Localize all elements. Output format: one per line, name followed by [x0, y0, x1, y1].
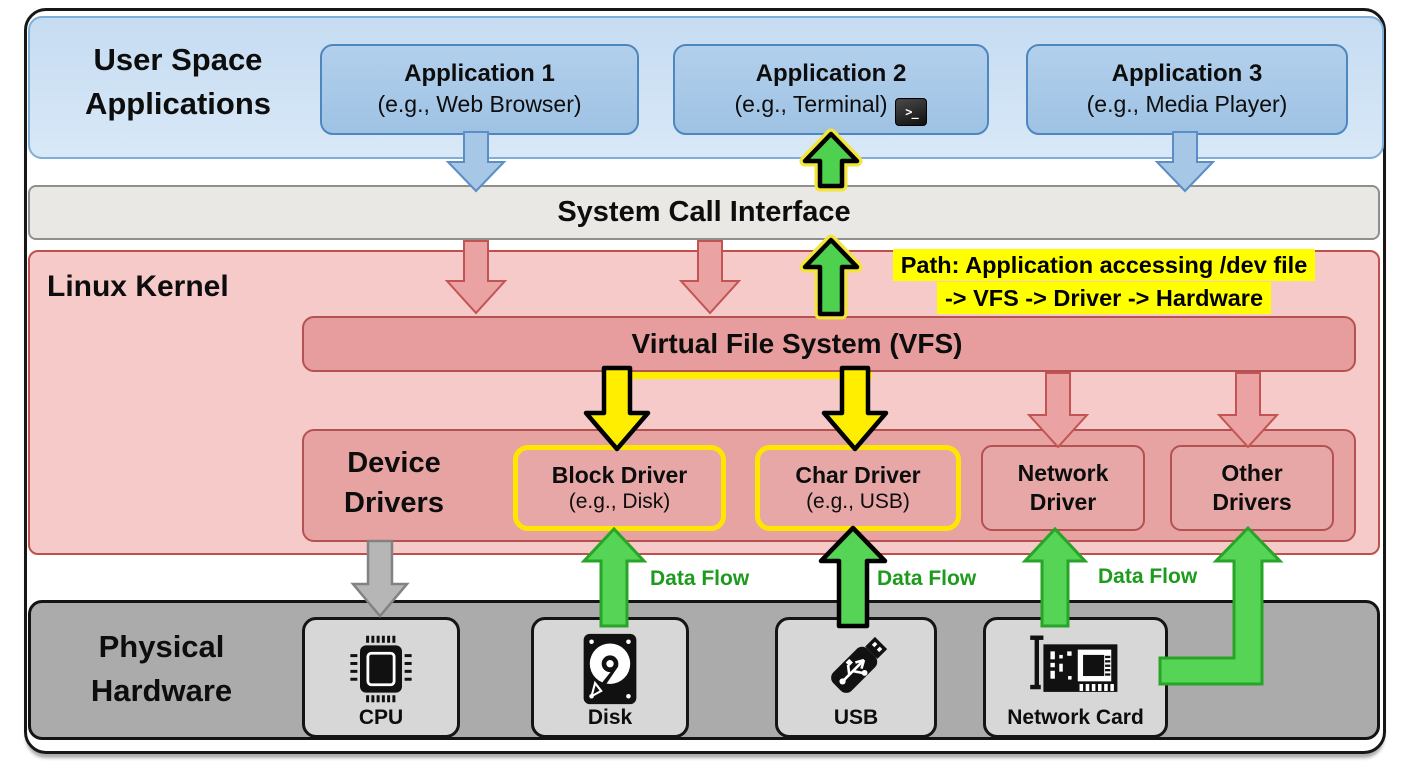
- application-1-subtitle: (e.g., Web Browser): [377, 91, 582, 118]
- block-driver-subtitle: (e.g., Disk): [568, 490, 671, 514]
- data-flow-label-2: Data Flow: [877, 567, 977, 590]
- user-space-label-line2: Applications: [84, 86, 271, 122]
- device-drivers-band: Device Drivers Block Driver (e.g., Disk)…: [302, 429, 1356, 542]
- other-drivers-box: Other Drivers: [1170, 445, 1334, 531]
- user-space-label-line1: User Space: [93, 42, 263, 77]
- application-2-subtitle: (e.g., Terminal)>_: [675, 89, 987, 127]
- disk-label: Disk: [587, 705, 633, 729]
- vfs-label: Virtual File System (VFS): [631, 328, 963, 359]
- user-space-band: User Space Applications Application 1 (e…: [28, 16, 1384, 159]
- terminal-icon: >_: [895, 98, 928, 127]
- system-call-interface-label: System Call Interface: [557, 196, 851, 228]
- network-card-label: Network Card: [1007, 705, 1144, 729]
- block-driver-title: Block Driver: [551, 461, 688, 488]
- application-1-title: Application 1: [404, 60, 555, 87]
- vfs-highlight-connector: [606, 372, 872, 379]
- application-3-box: Application 3 (e.g., Media Player): [1026, 44, 1348, 135]
- application-1-box: Application 1 (e.g., Web Browser): [320, 44, 639, 135]
- application-2-box: Application 2 (e.g., Terminal)>_: [673, 44, 989, 135]
- char-driver-box: Char Driver (e.g., USB): [755, 445, 961, 531]
- network-card-icon: [1029, 635, 1117, 692]
- application-3-title: Application 3: [1111, 60, 1263, 87]
- disk-box: Disk: [531, 617, 689, 738]
- linux-kernel-label: Linux Kernel: [47, 270, 229, 303]
- path-annotation-line2: -> VFS -> Driver -> Hardware: [936, 282, 1272, 315]
- other-drivers-title-line1: Other: [1221, 460, 1283, 487]
- path-annotation-line1: Path: Application accessing /dev file: [892, 249, 1316, 282]
- system-call-interface-bar: System Call Interface: [28, 185, 1380, 240]
- usb-box: USB: [775, 617, 937, 738]
- char-driver-title: Char Driver: [795, 461, 921, 488]
- cpu-icon: [350, 635, 412, 703]
- cpu-label: CPU: [358, 705, 404, 729]
- network-driver-box: Network Driver: [981, 445, 1145, 531]
- disk-icon: [583, 633, 637, 705]
- physical-hardware-label: Physical Hardware: [90, 629, 233, 709]
- user-space-label: User Space Applications: [47, 38, 309, 126]
- network-card-box: Network Card: [983, 617, 1168, 738]
- application-3-subtitle: (e.g., Media Player): [1086, 91, 1288, 118]
- usb-icon: [831, 636, 888, 693]
- network-driver-title-line2: Driver: [1029, 489, 1097, 515]
- cpu-box: CPU: [302, 617, 460, 738]
- path-annotation: Path: Application accessing /dev file ->…: [856, 249, 1352, 315]
- physical-hardware-band: Physical Hardware CPU Disk: [28, 600, 1380, 740]
- application-2-title: Application 2: [755, 60, 907, 87]
- data-flow-label-3: Data Flow: [1098, 565, 1198, 588]
- network-driver-title-line1: Network: [1017, 460, 1109, 487]
- usb-label: USB: [833, 705, 879, 729]
- block-driver-box: Block Driver (e.g., Disk): [513, 445, 726, 531]
- vfs-box: Virtual File System (VFS): [302, 316, 1356, 372]
- device-drivers-label: Device Drivers: [344, 447, 444, 520]
- data-flow-label-1: Data Flow: [650, 567, 750, 590]
- other-drivers-title-line2: Drivers: [1212, 489, 1292, 515]
- char-driver-subtitle: (e.g., USB): [806, 490, 910, 514]
